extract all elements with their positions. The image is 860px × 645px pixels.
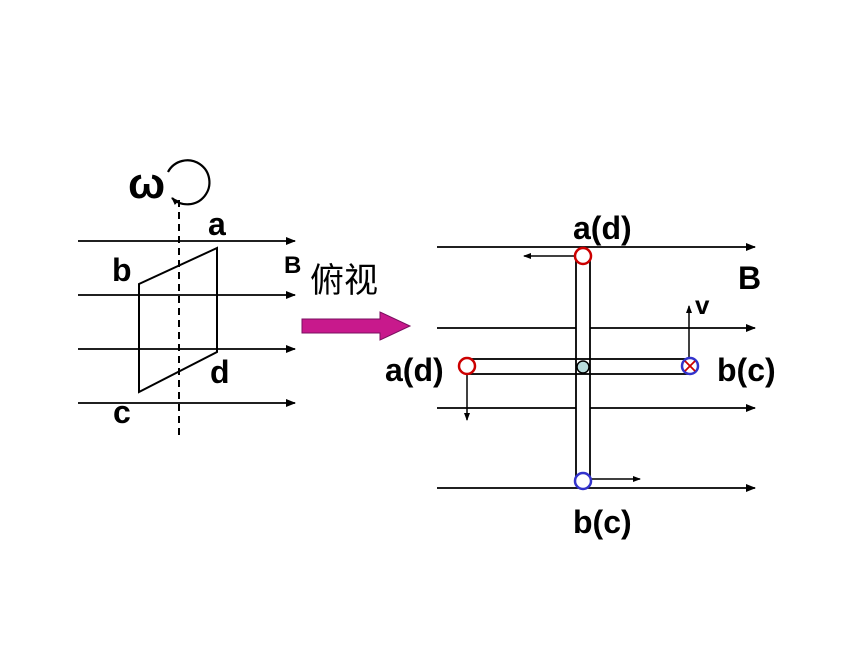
- label-left-ad: a(d): [385, 352, 444, 388]
- rotation-arrow: [167, 159, 211, 206]
- omega-label: ω: [128, 159, 166, 208]
- cross-mark: [684, 360, 696, 372]
- field-label-right: B: [738, 260, 762, 296]
- coil-loop: [138, 246, 218, 394]
- label-c: c: [113, 394, 131, 430]
- point-a-left: [457, 356, 477, 376]
- label-b: b: [112, 252, 132, 288]
- top-view-label: 俯视: [310, 261, 378, 301]
- label-top-ad: a(d): [573, 210, 632, 246]
- point-b-bottom: [573, 471, 593, 491]
- axis-point: [576, 360, 590, 374]
- velocity-label: v: [695, 290, 710, 320]
- perspective-view: [78, 159, 296, 435]
- label-bottom-bc: b(c): [573, 504, 632, 540]
- point-a-top: [573, 246, 593, 266]
- label-d: d: [210, 354, 230, 390]
- label-right-bc: b(c): [717, 352, 776, 388]
- field-label-left: B: [284, 252, 302, 279]
- top-view-arrow: [301, 311, 412, 341]
- label-a: a: [208, 206, 226, 242]
- top-view: [437, 243, 756, 492]
